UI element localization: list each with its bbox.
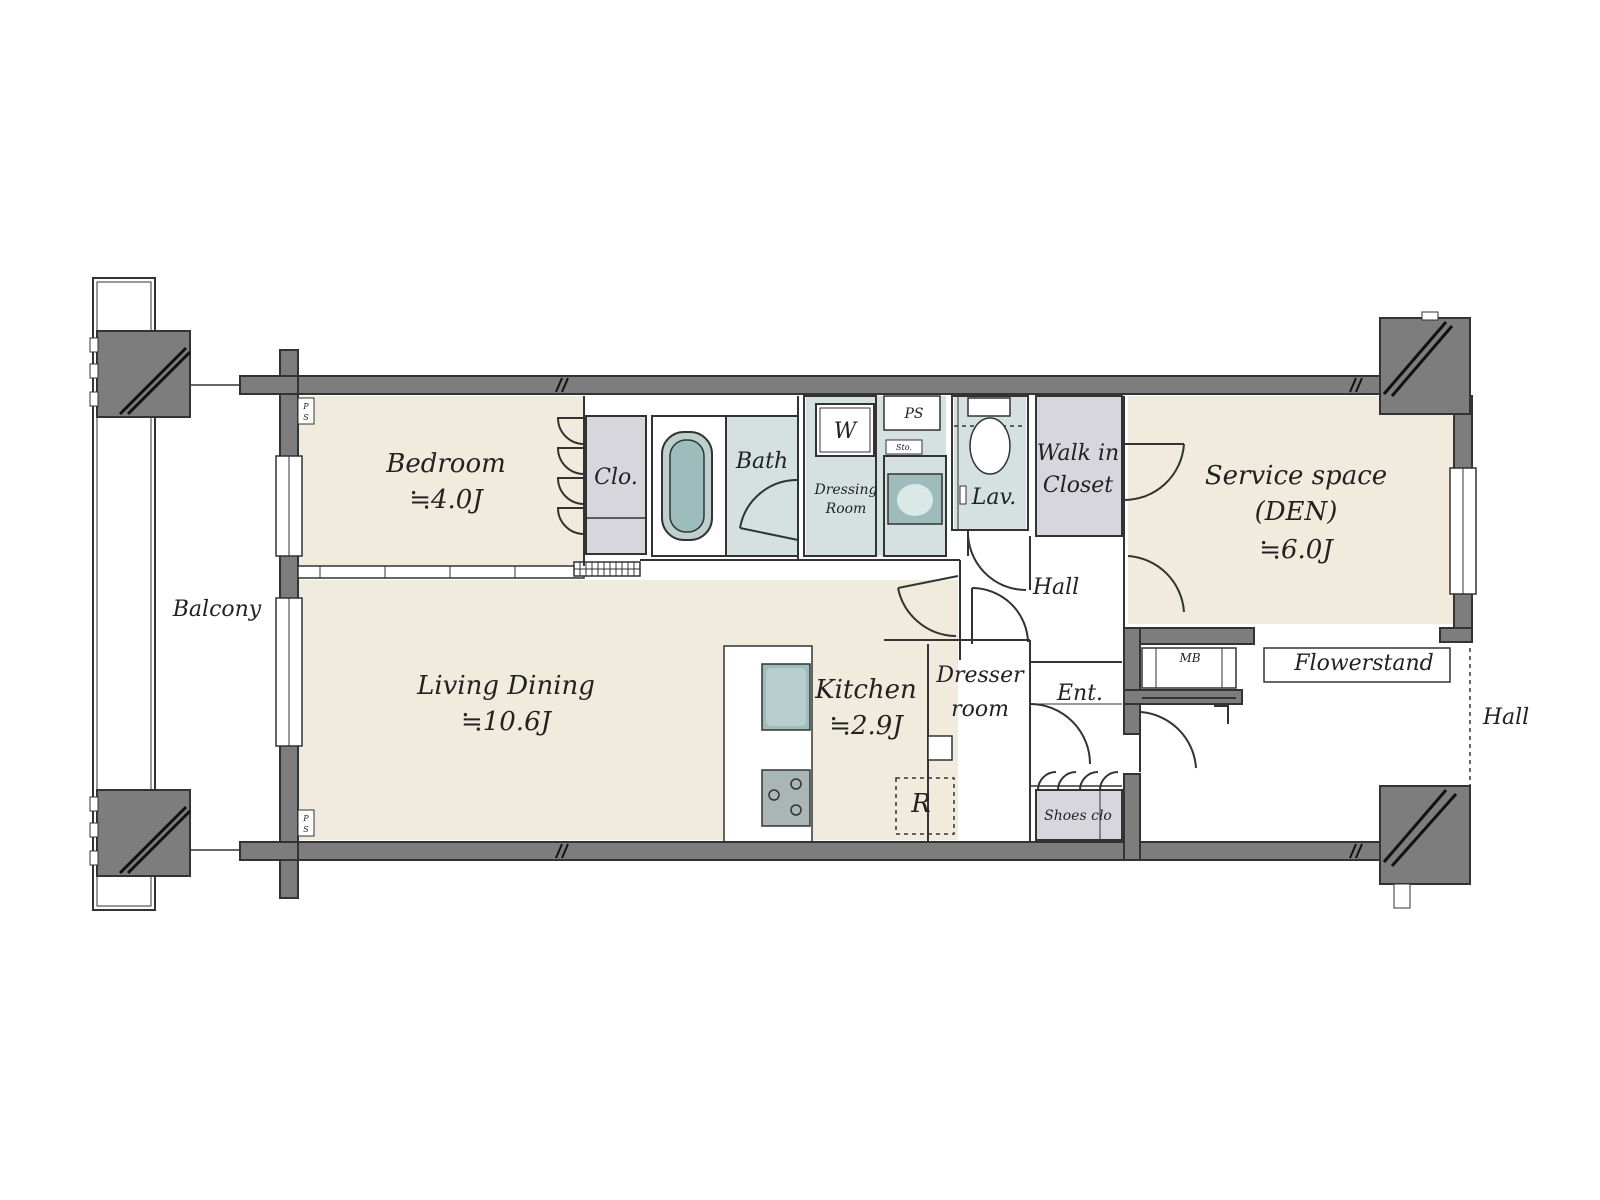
lavatory-label: Lav. xyxy=(971,485,1017,510)
flowerstand-label: Flowerstand xyxy=(1293,651,1433,676)
fixtures xyxy=(661,397,1011,835)
balcony-pillar-bottom xyxy=(89,789,192,877)
dresser-room-line2: room xyxy=(951,697,1009,722)
walk-in-closet-line1: Walk in xyxy=(1037,441,1119,466)
washbasin xyxy=(887,455,943,525)
windows xyxy=(275,455,1477,747)
dresser-door[interactable] xyxy=(971,587,1029,644)
toilet xyxy=(959,397,1011,505)
bath-door[interactable] xyxy=(739,478,799,541)
meter-box-label: MB xyxy=(1178,651,1200,665)
entrance-label: Ent. xyxy=(1056,681,1103,706)
living-dining-area: ≒10.6J xyxy=(461,707,553,737)
walk-in-closet-line2: Closet xyxy=(1043,473,1113,498)
lavatory-door[interactable] xyxy=(966,529,1027,591)
ps-tag-top-line2: S xyxy=(303,413,309,422)
room-labels: Bedroom ≒4.0J Clo. Bath W PS Sto. Dressi… xyxy=(297,397,1529,837)
dressing-room-line1: Dressing xyxy=(813,482,877,498)
storage-label: Sto. xyxy=(896,443,912,452)
bedroom-area: ≒4.0J xyxy=(409,485,484,515)
ps-tag-top-box xyxy=(297,397,315,425)
bathtub xyxy=(661,431,713,541)
kitchen-sink xyxy=(761,663,811,731)
front-door[interactable] xyxy=(1139,705,1229,772)
living-hall-door[interactable] xyxy=(897,575,959,637)
walk-in-closet-floor xyxy=(1036,396,1122,536)
shoes-closet-doors[interactable] xyxy=(1037,771,1119,791)
interior-partitions xyxy=(297,395,1471,842)
doors xyxy=(556,417,1229,791)
cooktop xyxy=(761,769,811,827)
bedroom-name: Bedroom xyxy=(385,449,506,479)
entrance-inner-door[interactable] xyxy=(1029,703,1091,766)
bath-floor xyxy=(726,416,798,556)
dresser-room-line1: Dresser xyxy=(935,663,1025,688)
ps-tag-top-line1: P xyxy=(302,402,309,411)
ps-tag-bottom-box xyxy=(297,809,315,837)
living-dining-name: Living Dining xyxy=(416,671,595,701)
shoes-closet-label: Shoes clo xyxy=(1044,808,1112,824)
closet-floor xyxy=(586,416,646,554)
washer-label: W xyxy=(834,419,859,444)
shoes-closet-floor xyxy=(1036,790,1122,840)
pipe-space-label: PS xyxy=(903,406,923,422)
service-space-subname: (DEN) xyxy=(1255,497,1338,527)
pillar-bottom-right xyxy=(1379,785,1471,909)
service-space-name: Service space xyxy=(1205,461,1387,491)
closet-label: Clo. xyxy=(594,465,638,490)
hall-inner-label: Hall xyxy=(1032,575,1079,600)
ps-tag-bottom-line2: S xyxy=(303,825,309,834)
refrigerator-label: R xyxy=(910,789,931,819)
dressing-room-line2: Room xyxy=(825,501,867,517)
service-space-floor xyxy=(1128,396,1460,624)
bedroom-floor xyxy=(298,396,584,566)
service-space-door-top[interactable] xyxy=(1123,443,1185,502)
refrigerator-space xyxy=(895,777,955,835)
kitchen-name: Kitchen xyxy=(814,675,917,705)
bath-label: Bath xyxy=(735,449,788,474)
balcony-label: Balcony xyxy=(172,597,262,622)
service-space-area: ≒6.0J xyxy=(1259,535,1334,565)
service-space-door-bottom[interactable] xyxy=(1123,555,1185,616)
pillar-top-right xyxy=(1379,311,1471,415)
kitchen-area: ≒2.9J xyxy=(829,711,904,741)
ps-tag-bottom-line1: P xyxy=(302,814,309,823)
balcony-pillar-top xyxy=(89,330,192,418)
hall-outer-label: Hall xyxy=(1482,705,1529,730)
bedroom-closet-doors[interactable] xyxy=(556,417,585,535)
living-dining-floor xyxy=(298,580,958,840)
balcony-area: Balcony xyxy=(89,277,262,911)
